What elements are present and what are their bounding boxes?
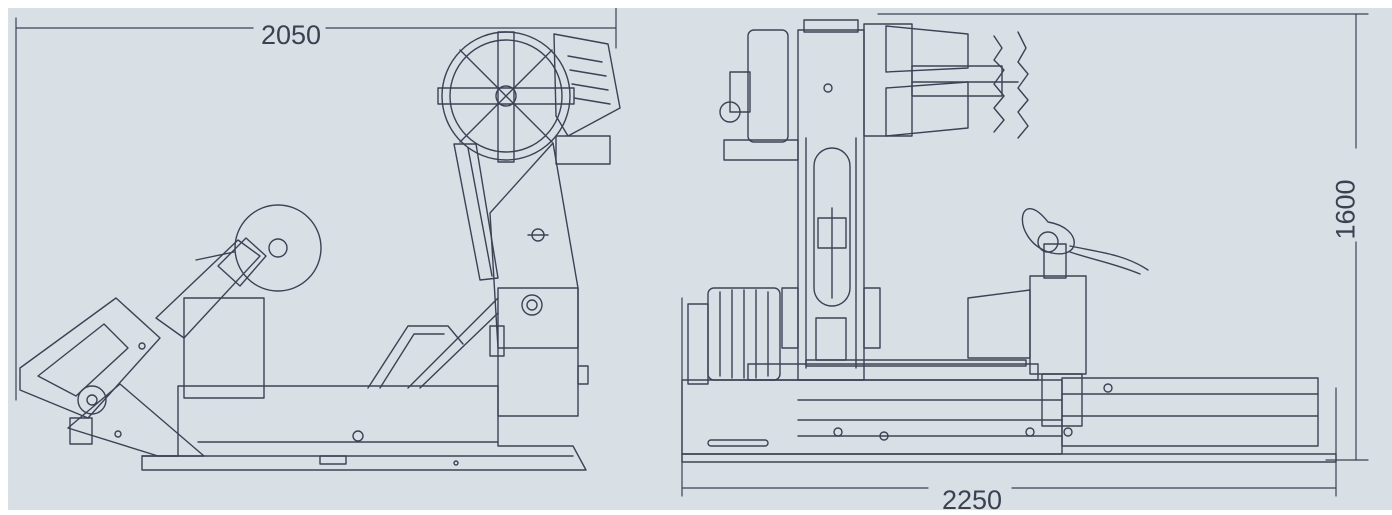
- side-column-ledge: [577, 365, 589, 385]
- front-clamp-boss: [729, 71, 751, 113]
- side-motor-base: [555, 135, 611, 165]
- side-column-housing: [497, 287, 579, 349]
- side-clamp-jaw-v: [497, 31, 515, 163]
- side-support-brace: [367, 325, 464, 389]
- front-cylinder: [817, 217, 847, 249]
- front-gearbox-side: [687, 303, 709, 385]
- side-rear-arm-rod: [467, 147, 493, 277]
- side-tool-arm-joint: [217, 237, 267, 287]
- front-handle: [1069, 245, 1149, 271]
- front-tool-post: [1043, 243, 1067, 279]
- front-column-slot: [813, 147, 851, 307]
- technical-drawing: [8, 8, 1392, 510]
- front-jaw-plate-lower: [885, 81, 969, 137]
- drawing-panel: 2050 2250 1600: [8, 8, 1392, 514]
- side-motor-fins-3: [571, 83, 609, 91]
- dimension-label-2250: 2250: [942, 485, 1003, 515]
- front-clamp-drum-base: [723, 139, 799, 161]
- front-disc: [1021, 208, 1075, 255]
- side-tool-head: [19, 297, 161, 419]
- front-handle-2: [1069, 251, 1141, 275]
- front-carriage-shelf: [805, 359, 1027, 367]
- drawing-background: [8, 8, 1392, 510]
- side-brace-diagonal: [407, 297, 499, 389]
- side-column-knob-outer: [521, 294, 543, 316]
- front-column-plate-left: [781, 287, 799, 349]
- front-jaw-teeth: [993, 35, 1005, 133]
- front-jaw-plate: [885, 25, 969, 73]
- side-brace-clamp: [489, 325, 505, 357]
- side-cabinet: [183, 297, 265, 399]
- side-clamp-hub: [495, 85, 517, 107]
- side-clamp-disc-inner: [449, 39, 563, 153]
- side-motor-fins-4: [573, 97, 611, 105]
- front-rail-knob: [1103, 383, 1113, 393]
- front-carriage: [747, 363, 1039, 381]
- front-jaw-teeth-2: [1017, 31, 1029, 139]
- front-tool-cover: [967, 289, 1031, 359]
- side-base-foot: [319, 455, 347, 465]
- dimension-label-2050: 2050: [261, 20, 322, 50]
- front-carriage-bolt-4: [1063, 427, 1073, 437]
- side-clamp-spoke-2: [459, 49, 553, 143]
- side-tool-head-plate: [37, 323, 129, 397]
- front-view: [681, 19, 1337, 463]
- side-column-knob-inner: [526, 299, 538, 311]
- side-tool-carriage: [67, 383, 205, 457]
- front-jaw-slot: [911, 65, 1003, 97]
- side-base-knob: [352, 430, 364, 442]
- front-carriage-bolt-2: [879, 431, 889, 441]
- side-tool-bolt-2: [114, 430, 122, 438]
- front-column-bolt: [823, 83, 833, 93]
- side-view: [19, 31, 621, 471]
- front-column-top: [803, 19, 859, 33]
- front-carriage-bolt-1: [833, 427, 843, 437]
- side-tool-head-wheel: [77, 385, 107, 415]
- side-tool-bolt-1: [138, 342, 146, 350]
- front-rail: [1061, 377, 1319, 447]
- dimension-label-1600: 1600: [1330, 179, 1361, 240]
- side-motor-fins-2: [569, 69, 607, 77]
- side-motor-fins-1: [567, 55, 603, 63]
- side-disc-hub: [268, 238, 288, 258]
- side-tool-handle: [195, 251, 235, 261]
- dimension-lines: [15, 8, 1369, 497]
- side-support-brace-inner: [379, 333, 445, 389]
- front-clamp-drum: [747, 29, 789, 143]
- front-slot: [707, 439, 769, 447]
- side-disc: [234, 204, 322, 292]
- side-base-dot: [453, 460, 459, 466]
- front-carriage-bolt-3: [1025, 427, 1035, 437]
- side-tool-arm: [155, 239, 261, 339]
- side-motor-box: [553, 33, 621, 137]
- side-tool-block: [69, 417, 93, 445]
- front-column-plate-right: [863, 287, 881, 349]
- side-brace-diagonal-2: [419, 312, 499, 389]
- side-clamp-jaw-h: [437, 87, 575, 105]
- side-tool-head-wheel-hub: [86, 394, 98, 406]
- front-tool-block: [1041, 373, 1083, 427]
- side-rear-arm: [453, 143, 499, 281]
